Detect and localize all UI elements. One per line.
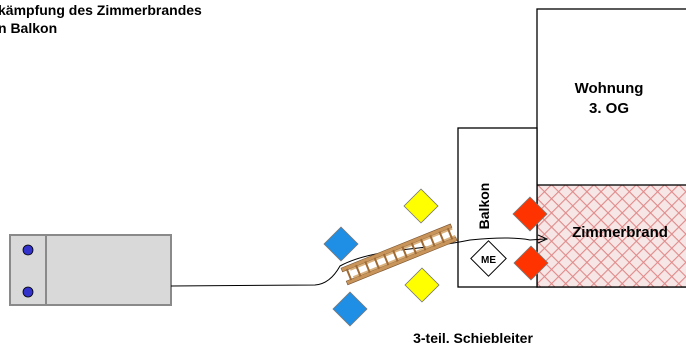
ladder-caption: 3-teil. Schiebleiter [413, 330, 533, 346]
crew-marker-red-icon [512, 196, 548, 232]
fire-room [536, 184, 686, 288]
crew-marker-yellow-icon [403, 188, 439, 224]
arrow-icon [537, 234, 549, 244]
crew-marker-yellow-icon [404, 267, 440, 303]
ladder-icon [340, 223, 458, 286]
apartment-label: Wohnung [575, 80, 644, 97]
vehicle-icon [9, 234, 172, 306]
fire-room-label: Zimmerbrand [572, 224, 668, 241]
me-marker-icon: ME [470, 240, 507, 277]
balcony-label: Balkon [476, 183, 492, 230]
crew-marker-blue-icon [332, 291, 368, 327]
crew-marker-red-icon [513, 245, 549, 281]
title-line-2: n Balkon [0, 20, 57, 36]
vehicle-light-icon [22, 244, 34, 256]
floor-label: 3. OG [589, 100, 629, 117]
me-label: ME [481, 255, 496, 266]
crew-marker-blue-icon [323, 226, 359, 262]
vehicle-light-icon [22, 286, 34, 298]
title-line-1: kämpfung des Zimmerbrandes [0, 2, 202, 18]
